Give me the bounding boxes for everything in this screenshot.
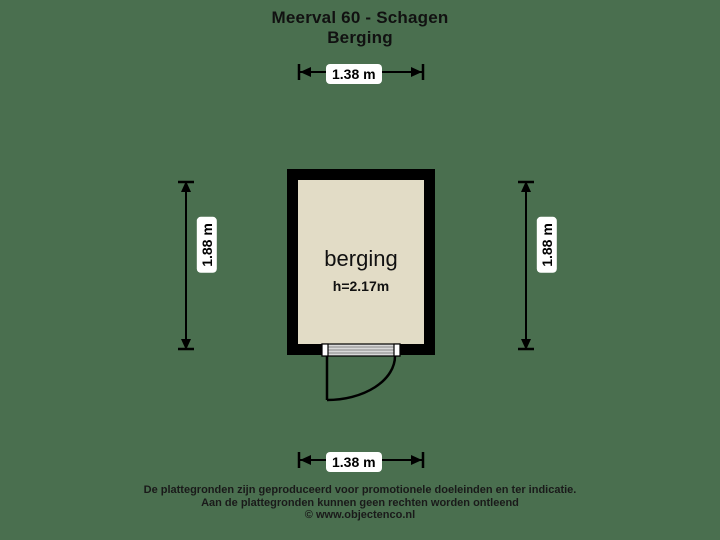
dimension-line-left: [178, 180, 194, 351]
room-name-label: berging: [324, 246, 398, 271]
page-title: Meerval 60 - Schagen Berging: [0, 8, 720, 48]
dimension-label-top: 1.38 m: [326, 64, 382, 84]
dimension-label-left: 1.88 m: [196, 217, 217, 273]
title-address: Meerval 60 - Schagen: [271, 8, 449, 27]
footer-line-2: Aan de plattegronden kunnen geen rechten…: [201, 496, 519, 509]
room-floor: [298, 180, 424, 344]
dimension-label-bottom: 1.38 m: [326, 452, 382, 472]
door-swing: [325, 355, 397, 402]
door-threshold: [321, 343, 401, 357]
footer-line-1: De plattegronden zijn geproduceerd voor …: [143, 484, 577, 496]
footer-copyright: © www.objectenco.nl: [304, 509, 416, 521]
dimension-label-right: 1.88 m: [536, 217, 557, 273]
title-subtitle: Berging: [327, 28, 393, 47]
dimension-line-right: [518, 180, 534, 351]
footer-disclaimer: De plattegronden zijn geproduceerd voor …: [0, 484, 720, 522]
room-height-label: h=2.17m: [332, 278, 390, 294]
